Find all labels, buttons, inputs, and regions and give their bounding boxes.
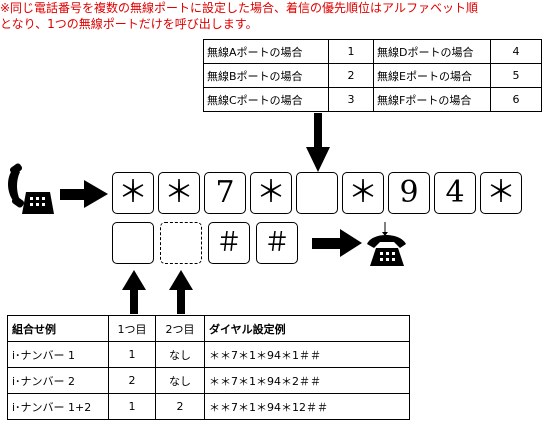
header-example: 組合せ例 [7, 315, 109, 342]
priority-note: ※同じ電話番号を複数の無線ポートに設定した場合、着信の優先順位はアルファベット順… [0, 0, 554, 32]
cell-first: 1 [108, 341, 156, 368]
header-first: 1つ目 [108, 315, 156, 342]
dial-key: ＊ [158, 172, 200, 214]
port-label: 無線Fポートの場合 [373, 87, 491, 112]
port-label: 無線Bポートの場合 [203, 63, 329, 88]
handset-icon [8, 163, 54, 214]
arrow-up-icon [122, 270, 146, 314]
dial-key: ＊ [112, 172, 154, 214]
port-number: 4 [490, 39, 542, 64]
arrow-down-icon [382, 222, 388, 236]
cell-dial: ＊＊7＊1＊94＊2＃＃ [204, 367, 410, 394]
header-dial: ダイヤル設定例 [204, 315, 410, 342]
combination-table: 組合せ例 1つ目 2つ目 ダイヤル設定例 i･ナンバー 1 1 なし ＊＊7＊1… [7, 315, 410, 420]
cell-dial: ＊＊7＊1＊94＊1＃＃ [204, 341, 410, 368]
table-row: i･ナンバー 1+2 1 2 ＊＊7＊1＊94＊12＃＃ [7, 393, 410, 420]
cell-second: なし [155, 367, 205, 394]
cell-first: 2 [108, 367, 156, 394]
dial-key-first-number-slot [112, 222, 154, 264]
port-number: 2 [328, 63, 374, 88]
arrow-up-icon [169, 270, 193, 314]
cell-second: なし [155, 341, 205, 368]
priority-note-line1: ※同じ電話番号を複数の無線ポートに設定した場合、着信の優先順位はアルファベット順 [0, 1, 478, 15]
desk-phone-icon [367, 235, 406, 266]
port-number: 3 [328, 87, 374, 112]
header-second: 2つ目 [155, 315, 205, 342]
arrow-right-icon [60, 180, 108, 208]
dial-key: ＊ [480, 172, 522, 214]
table-row: i･ナンバー 2 2 なし ＊＊7＊1＊94＊2＃＃ [7, 367, 410, 394]
dial-key: 7 [204, 172, 246, 214]
port-label: 無線Aポートの場合 [203, 39, 329, 64]
cell-first: 1 [108, 393, 156, 420]
port-number: 6 [490, 87, 542, 112]
port-number-table: 無線Aポートの場合 1 無線Dポートの場合 4 無線Bポートの場合 2 無線Eポ… [203, 39, 542, 112]
port-label: 無線Cポートの場合 [203, 87, 329, 112]
dial-key-second-number-slot [160, 222, 202, 264]
cell-second: 2 [155, 393, 205, 420]
arrow-down-icon [306, 113, 330, 172]
arrow-right-icon [312, 229, 362, 257]
table-row: i･ナンバー 1 1 なし ＊＊7＊1＊94＊1＃＃ [7, 341, 410, 368]
dial-key: 4 [434, 172, 476, 214]
dial-key: ＊ [342, 172, 384, 214]
port-row: 無線Aポートの場合 1 無線Dポートの場合 4 [203, 39, 542, 64]
dial-key: ＃ [208, 222, 250, 264]
dial-key: ＊ [250, 172, 292, 214]
cell-example: i･ナンバー 2 [7, 367, 109, 394]
port-row: 無線Bポートの場合 2 無線Eポートの場合 5 [203, 63, 542, 88]
port-label: 無線Eポートの場合 [373, 63, 491, 88]
combination-header-row: 組合せ例 1つ目 2つ目 ダイヤル設定例 [7, 315, 410, 342]
priority-note-line2: となり、1つの無線ポートだけを呼び出します。 [0, 17, 258, 31]
port-number: 5 [490, 63, 542, 88]
cell-dial: ＊＊7＊1＊94＊12＃＃ [204, 393, 410, 420]
cell-example: i･ナンバー 1+2 [7, 393, 109, 420]
cell-example: i･ナンバー 1 [7, 341, 109, 368]
dial-key: ＃ [256, 222, 298, 264]
port-row: 無線Cポートの場合 3 無線Fポートの場合 6 [203, 87, 542, 112]
dial-key: 9 [388, 172, 430, 214]
dial-key-port-slot [296, 172, 338, 214]
